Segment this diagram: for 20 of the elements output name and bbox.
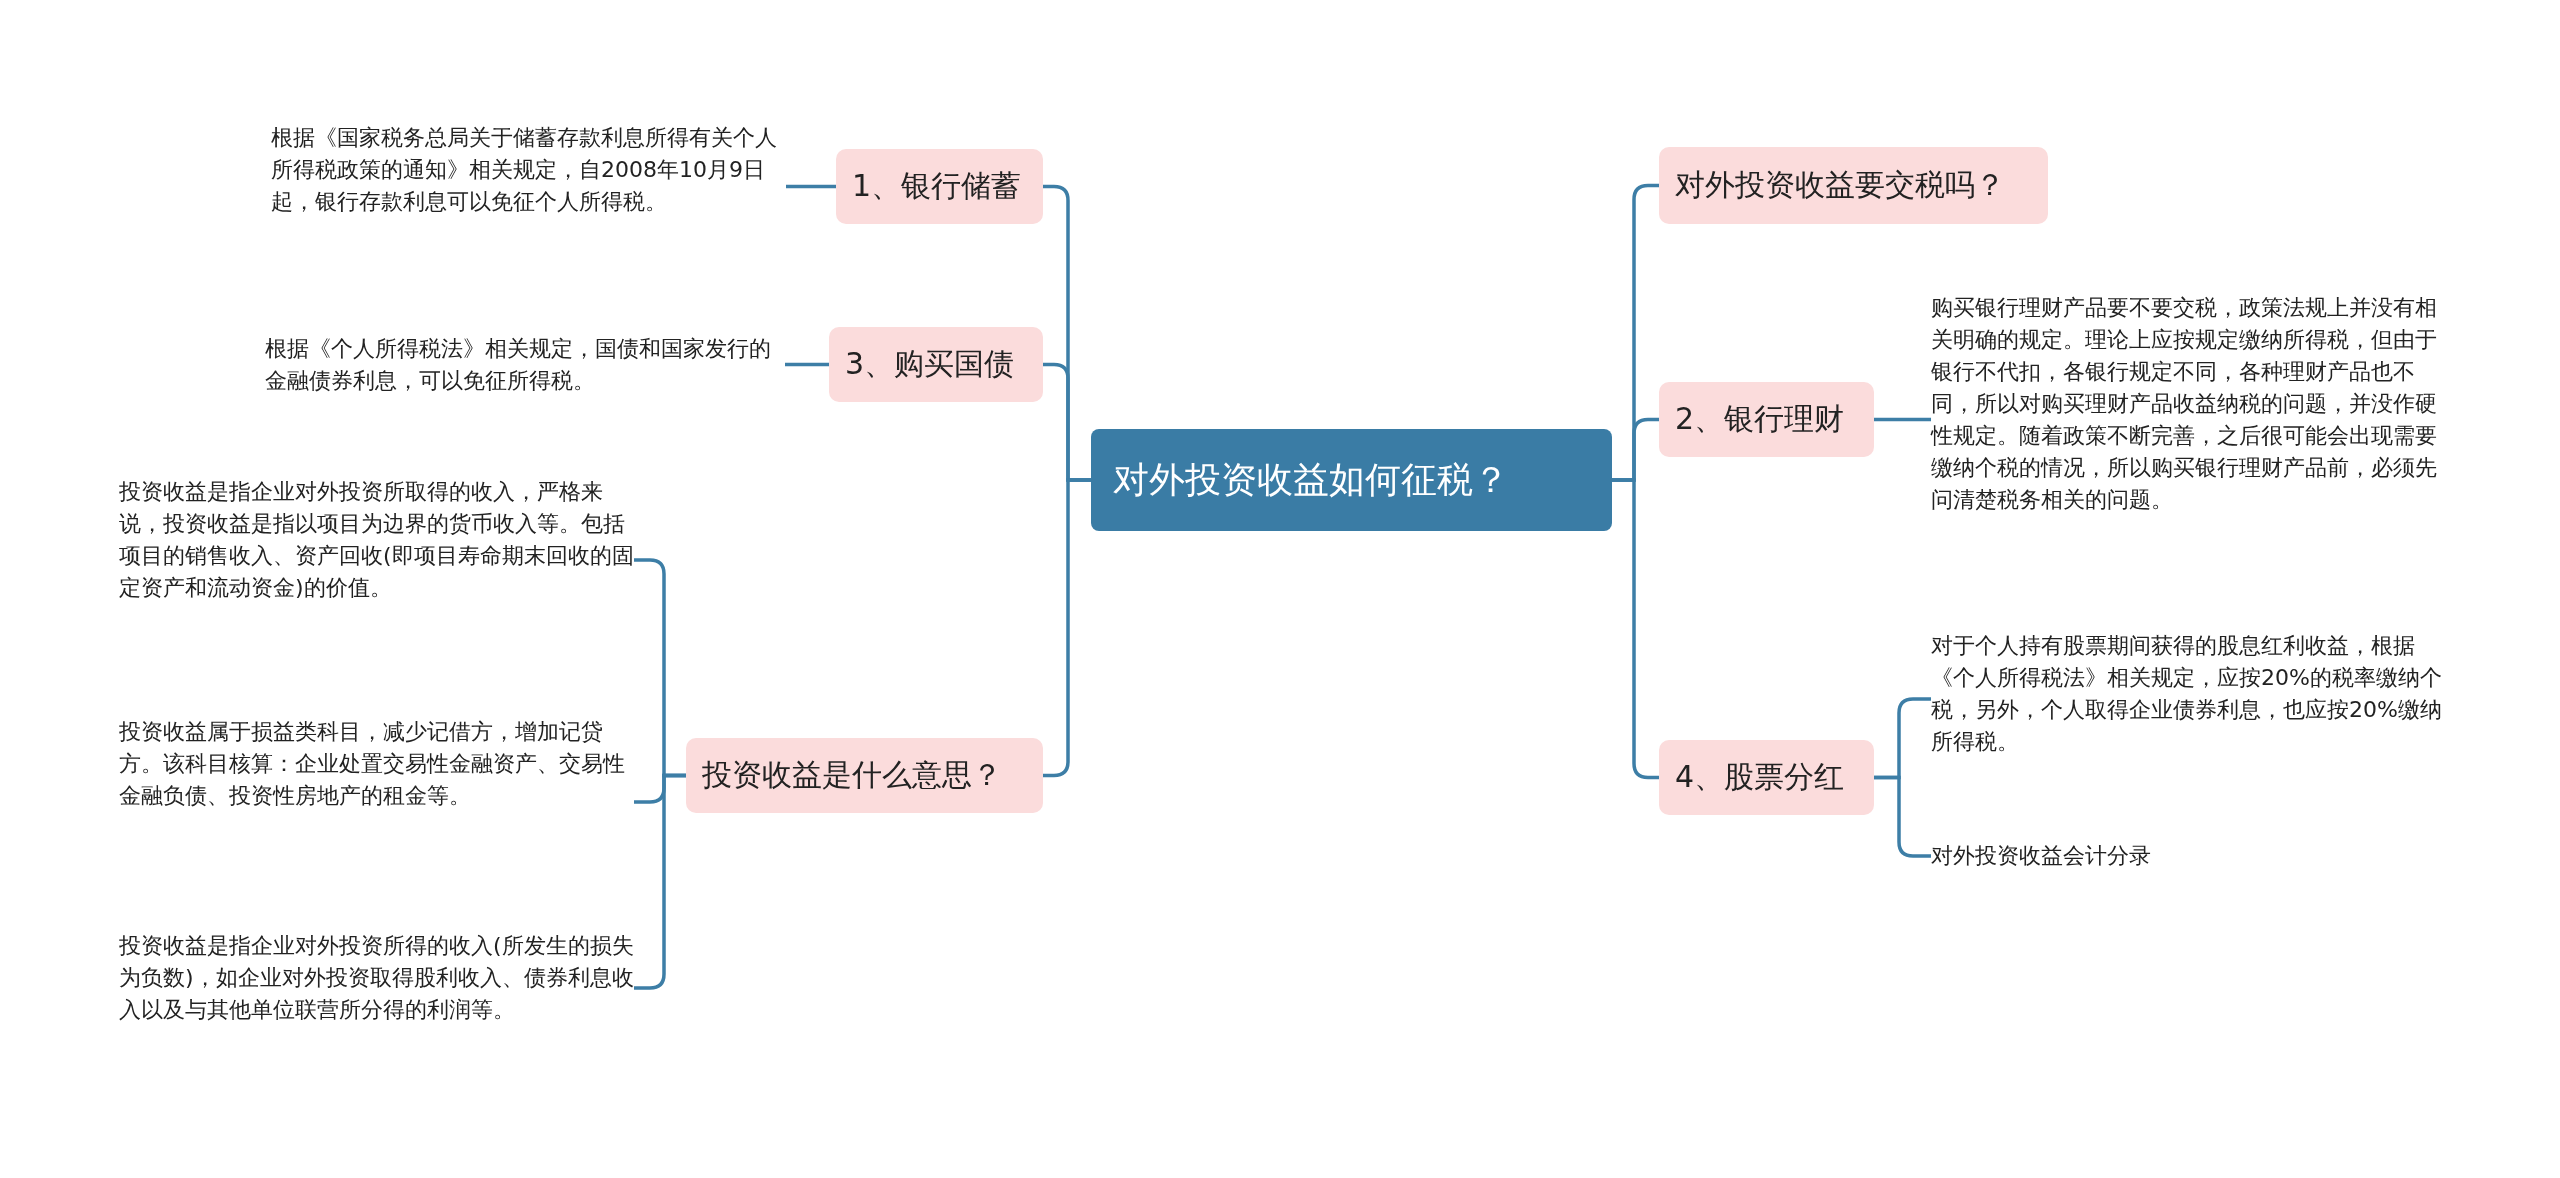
note-text: 根据《个人所得税法》相关规定，国债和国家发行的金融债券利息，可以免征所得税。: [265, 333, 785, 397]
connector-line: [785, 362, 829, 367]
note-text: 投资收益是指企业对外投资所取得的收入，严格来说，投资收益是指以项目为边界的货币收入等。包括项目的销售收入、资产回收(即项目寿命期末回收的固定资产和流动资金)的价值。: [119, 476, 634, 604]
connector-line: [1612, 478, 1659, 780]
note-text: 投资收益属于损益类科目，减少记借方，增加记贷方。该科目核算：企业处置交易性金融资产、交易性金融负债、投资性房地产的租金等。: [119, 716, 634, 812]
note-text: 根据《国家税务总局关于储蓄存款利息所得有关个人所得税政策的通知》相关规定，自2008年10月9日起，银行存款利息可以免征个人所得税。: [271, 122, 786, 218]
central-topic-box: 对外投资收益如何征税？: [1091, 429, 1612, 531]
connector-line: [1043, 478, 1091, 778]
note-text: 购买银行理财产品要不要交税，政策法规上并没有相关明确的规定。理论上应按规定缴纳所得税，但由于银行不代扣，各银行规定不同，各种理财产品也不同，所以对购买理财产品收益纳税的问题，并没作硬性规定。随着政策不断完善，之后很可能会出现需要缴纳个税的情况，所以购买银行理财产品前，必须先问清楚税务相关的问题。: [1931, 292, 2446, 516]
topic-box: 4、股票分红: [1659, 740, 1874, 815]
topic-box: 投资收益是什么意思？: [686, 738, 1043, 813]
topic-box: 对外投资收益要交税吗？: [1659, 147, 2048, 224]
topic-box: 1、银行储蓄: [836, 149, 1043, 224]
note-text: 投资收益是指企业对外投资所得的收入(所发生的损失为负数)，如企业对外投资取得股利收入、债券利息收入以及与其他单位联营所分得的利润等。: [119, 930, 634, 1026]
topic-box: 2、银行理财: [1659, 382, 1874, 457]
connector-line: [1874, 417, 1931, 422]
note-text: 对外投资收益会计分录: [1931, 840, 2231, 872]
connector-line: [786, 184, 836, 189]
topic-box: 3、购买国债: [829, 327, 1043, 402]
note-text: 对于个人持有股票期间获得的股息红利收益，根据《个人所得税法》相关规定，应按20%的税率缴纳个税，另外，个人取得企业债券利息，也应按20%缴纳所得税。: [1931, 630, 2446, 758]
